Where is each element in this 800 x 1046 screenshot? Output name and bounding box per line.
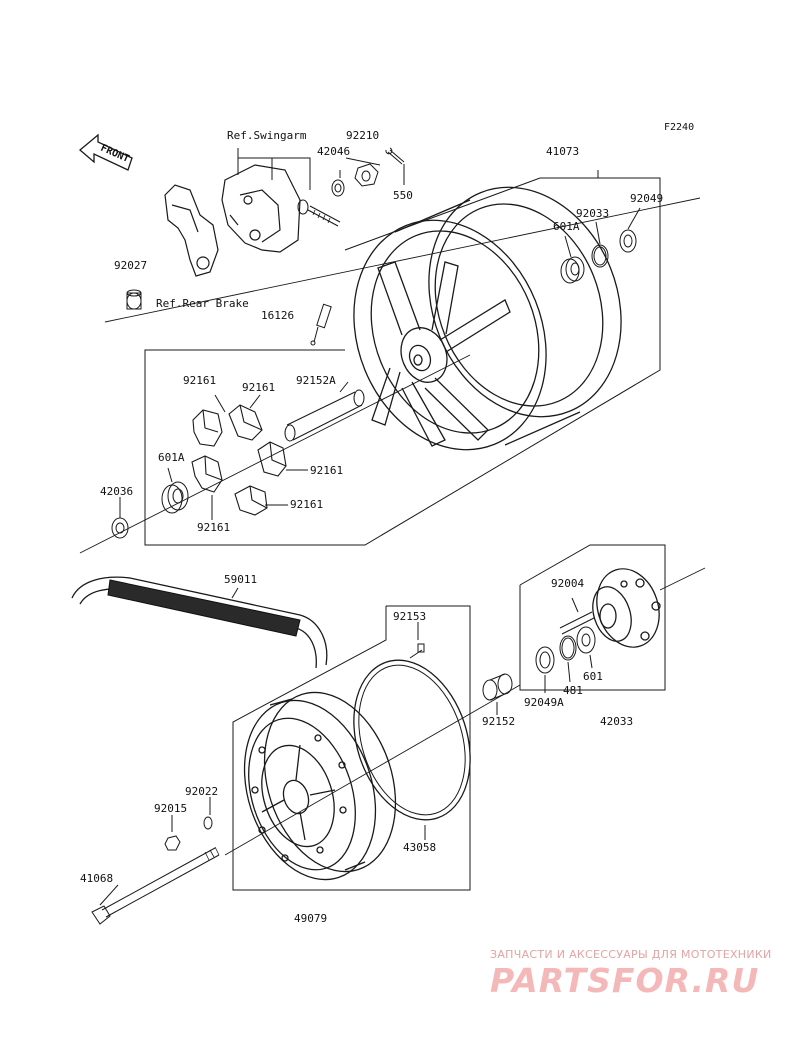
gasket-43058 [353, 659, 471, 821]
part-49079[interactable]: 49079 [294, 912, 328, 925]
part-92027[interactable]: 92027 [114, 259, 148, 272]
seal-92049A [535, 646, 555, 674]
ref-swingarm-label: Ref.Swingarm [227, 129, 307, 142]
part-92152[interactable]: 92152 [482, 715, 516, 728]
part-92152A[interactable]: 92152A [296, 374, 336, 387]
drive-belt-59011 [71, 576, 328, 669]
hub-42033 [592, 568, 661, 648]
part-42046[interactable]: 42046 [317, 145, 351, 158]
part-92161-a[interactable]: 92161 [183, 374, 217, 387]
part-92049[interactable]: 92049 [630, 192, 664, 205]
part-92161-e[interactable]: 92161 [197, 521, 231, 534]
nut-92015 [164, 835, 181, 851]
hub-group-outline [519, 544, 666, 691]
part-92049A[interactable]: 92049A [524, 696, 564, 709]
axle-41068 [91, 846, 220, 925]
bearing-601A-top [560, 256, 585, 284]
part-92022[interactable]: 92022 [185, 785, 219, 798]
part-43058[interactable]: 43058 [403, 841, 437, 854]
ref-rear-brake-label: Ref.Rear Brake [156, 297, 249, 310]
part-92153[interactable]: 92153 [393, 610, 427, 623]
part-92033[interactable]: 92033 [576, 207, 610, 220]
part-42033[interactable]: 42033 [600, 715, 634, 728]
seal-92049 [619, 229, 637, 253]
part-92161-b[interactable]: 92161 [242, 381, 276, 394]
part-42036[interactable]: 42036 [100, 485, 134, 498]
damper-92161-group [191, 404, 287, 516]
collar-42036 [111, 517, 129, 539]
bearing-601A-left [161, 481, 189, 514]
part-601A-left[interactable]: 601A [158, 451, 185, 464]
circlip-92033 [591, 244, 609, 268]
stud-92004 [559, 611, 595, 635]
valve-16126 [310, 303, 332, 346]
part-16126[interactable]: 16126 [261, 309, 295, 322]
circlip-481 [559, 635, 577, 661]
swingarm-bracket [164, 164, 301, 277]
part-92161-d[interactable]: 92161 [290, 498, 324, 511]
bearing-601 [576, 626, 596, 654]
watermark-brand: PARTSFOR.RU [490, 961, 760, 1000]
figure-code: F2240 [664, 122, 695, 133]
bolt-92153 [409, 643, 425, 659]
watermark-caption: ЗАПЧАСТИ И АКСЕССУАРЫ ДЛЯ МОТОТЕХНИКИ [490, 948, 772, 961]
part-92004[interactable]: 92004 [551, 577, 585, 590]
part-550[interactable]: 550 [393, 189, 413, 202]
front-arrow-icon [78, 133, 133, 171]
part-92015[interactable]: 92015 [154, 802, 188, 815]
part-59011[interactable]: 59011 [224, 573, 258, 586]
washer-92022 [203, 816, 213, 830]
part-41068[interactable]: 41068 [80, 872, 114, 885]
part-601[interactable]: 601 [583, 670, 603, 683]
part-92161-c[interactable]: 92161 [310, 464, 344, 477]
part-41073[interactable]: 41073 [546, 145, 580, 158]
collar-92152 [482, 673, 513, 701]
collar-92152A [284, 389, 365, 442]
rear-pulley-49079 [243, 691, 397, 881]
sprocket-group-outline [232, 605, 471, 891]
rear-wheel-41073 [353, 186, 622, 451]
part-481[interactable]: 481 [563, 684, 583, 697]
collar-92027 [126, 289, 142, 310]
part-92210[interactable]: 92210 [346, 129, 380, 142]
part-601A-top[interactable]: 601A [553, 220, 580, 233]
